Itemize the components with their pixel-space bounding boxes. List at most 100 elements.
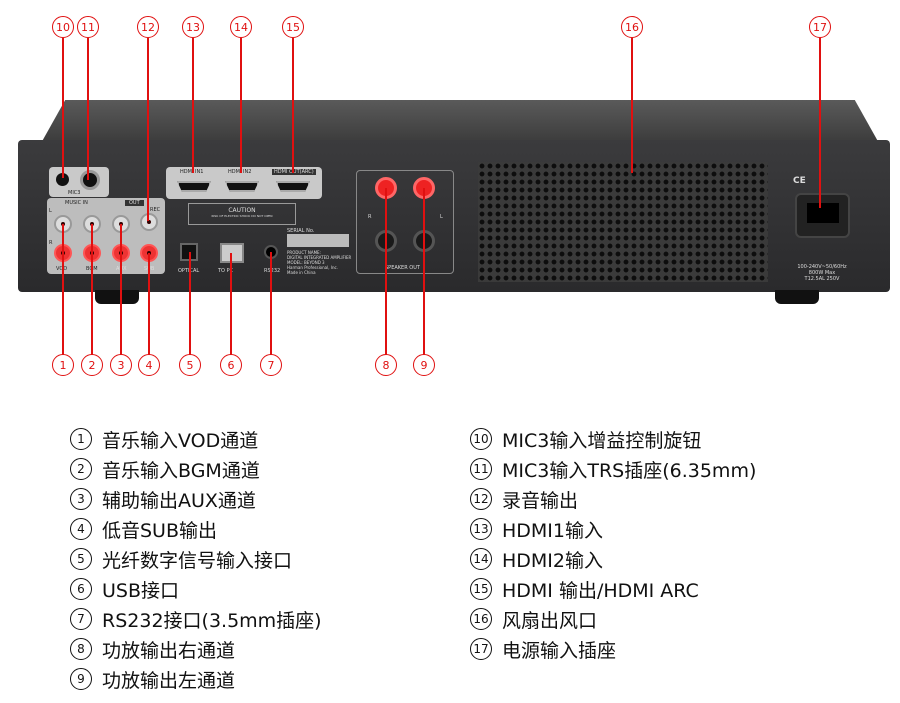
legend-number: 8 bbox=[70, 638, 92, 660]
speaker-out-panel bbox=[356, 170, 454, 274]
callout-1: 1 bbox=[52, 354, 74, 376]
hdmi-out-port bbox=[276, 181, 310, 192]
foot bbox=[95, 290, 139, 304]
legend-item: 10 MIC3输入增益控制旋钮 bbox=[470, 424, 756, 454]
legend-number: 11 bbox=[470, 458, 492, 480]
optical-label: OPTICAL bbox=[178, 268, 199, 274]
callout-line bbox=[62, 224, 64, 355]
callout-12: 12 bbox=[137, 16, 159, 38]
speaker-l-label: L bbox=[440, 214, 443, 220]
usb-label: TO PC bbox=[218, 268, 234, 274]
legend-text: HDMI1输入 bbox=[502, 519, 604, 542]
mic-trs-jack bbox=[80, 170, 100, 190]
callout-line bbox=[192, 38, 194, 173]
legend-item: 7 RS232接口(3.5mm插座) bbox=[70, 604, 322, 634]
serial-label: SERIAL No. bbox=[287, 228, 315, 234]
callout-line bbox=[230, 253, 232, 355]
power-rating-line: 800W Max bbox=[808, 270, 836, 276]
usb-port bbox=[220, 243, 244, 263]
product-info-line: MODEL: BEYOND 3 bbox=[287, 260, 325, 265]
rs232-label: RS232 bbox=[264, 268, 281, 274]
rec-label: REC bbox=[150, 207, 161, 213]
caution-title: CAUTION bbox=[228, 207, 256, 214]
legend-number: 4 bbox=[70, 518, 92, 540]
callout-4: 4 bbox=[138, 354, 160, 376]
callout-15: 15 bbox=[282, 16, 304, 38]
product-info-line: Made in China bbox=[287, 270, 316, 275]
legend-number: 12 bbox=[470, 488, 492, 510]
ce-mark: CE bbox=[793, 176, 806, 186]
callout-line bbox=[240, 38, 242, 173]
power-rating: 100-240V~50/60Hz 800W Max T12.5AL 250V bbox=[792, 264, 852, 282]
callout-line bbox=[62, 38, 64, 178]
callout-16: 16 bbox=[621, 16, 643, 38]
legend-number: 5 bbox=[70, 548, 92, 570]
legend-item: 2 音乐输入BGM通道 bbox=[70, 454, 322, 484]
legend-text: 风扇出风口 bbox=[502, 609, 598, 632]
callout-line bbox=[87, 38, 89, 180]
callout-line bbox=[91, 224, 93, 355]
legend-number: 17 bbox=[470, 638, 492, 660]
callout-3: 3 bbox=[110, 354, 132, 376]
callout-line bbox=[147, 38, 149, 221]
legend-item: 13 HDMI1输入 bbox=[470, 514, 756, 544]
legend-item: 9 功放输出左通道 bbox=[70, 664, 322, 694]
callout-line bbox=[292, 38, 294, 173]
callout-13: 13 bbox=[182, 16, 204, 38]
callout-2: 2 bbox=[81, 354, 103, 376]
r-label: R bbox=[49, 240, 53, 246]
legend-item: 16 风扇出风口 bbox=[470, 604, 756, 634]
mic-gain-knob[interactable] bbox=[56, 173, 69, 186]
callout-5: 5 bbox=[179, 354, 201, 376]
amplifier-top bbox=[40, 100, 880, 145]
legend-number: 2 bbox=[70, 458, 92, 480]
legend-text: 音乐输入BGM通道 bbox=[102, 459, 260, 482]
hdmi-in1-port bbox=[177, 181, 211, 192]
legend-number: 13 bbox=[470, 518, 492, 540]
callout-line bbox=[189, 252, 191, 355]
mic-label: MIC3 bbox=[68, 190, 81, 196]
legend-number: 7 bbox=[70, 608, 92, 630]
legend-number: 3 bbox=[70, 488, 92, 510]
callout-line bbox=[819, 38, 821, 208]
legend-text: RS232接口(3.5mm插座) bbox=[102, 609, 322, 632]
out-label: OUT bbox=[125, 200, 144, 206]
legend-text: MIC3输入增益控制旋钮 bbox=[502, 429, 702, 452]
legend-text: 光纤数字信号输入接口 bbox=[102, 549, 293, 572]
legend-item: 3 辅助输出AUX通道 bbox=[70, 484, 322, 514]
iec-socket bbox=[807, 203, 839, 223]
caution-label: CAUTION RISK OF ELECTRIC SHOCK DO NOT OP… bbox=[188, 203, 296, 225]
legend-text: HDMI2输入 bbox=[502, 549, 604, 572]
legend-number: 1 bbox=[70, 428, 92, 450]
legend-item: 14 HDMI2输入 bbox=[470, 544, 756, 574]
legend-number: 9 bbox=[70, 668, 92, 690]
product-info-line: DIGITAL INTEGRATED AMPLIFIER bbox=[287, 255, 352, 260]
legend-text: 功放输出左通道 bbox=[102, 669, 236, 692]
callout-7: 7 bbox=[260, 354, 282, 376]
legend-item: 8 功放输出右通道 bbox=[70, 634, 322, 664]
callout-line bbox=[148, 253, 150, 355]
legend-number: 15 bbox=[470, 578, 492, 600]
product-info-line: Harman Professional, Inc. bbox=[287, 265, 338, 270]
legend-text: 辅助输出AUX通道 bbox=[102, 489, 256, 512]
legend-item: 5 光纤数字信号输入接口 bbox=[70, 544, 322, 574]
legend-text: 功放输出右通道 bbox=[102, 639, 236, 662]
speaker-out-label: SPEAKER OUT bbox=[385, 265, 420, 271]
legend-number: 16 bbox=[470, 608, 492, 630]
caution-subtitle: RISK OF ELECTRIC SHOCK DO NOT OPEN bbox=[211, 214, 273, 218]
music-in-label: MUSIC IN bbox=[65, 200, 88, 206]
product-info: PRODUCT NAME: DIGITAL INTEGRATED AMPLIFI… bbox=[287, 250, 351, 275]
rec-jack bbox=[140, 213, 158, 231]
power-rating-line: T12.5AL 250V bbox=[804, 276, 840, 282]
callout-14: 14 bbox=[230, 16, 252, 38]
legend-number: 14 bbox=[470, 548, 492, 570]
power-inlet bbox=[795, 193, 850, 238]
legend-number: 10 bbox=[470, 428, 492, 450]
